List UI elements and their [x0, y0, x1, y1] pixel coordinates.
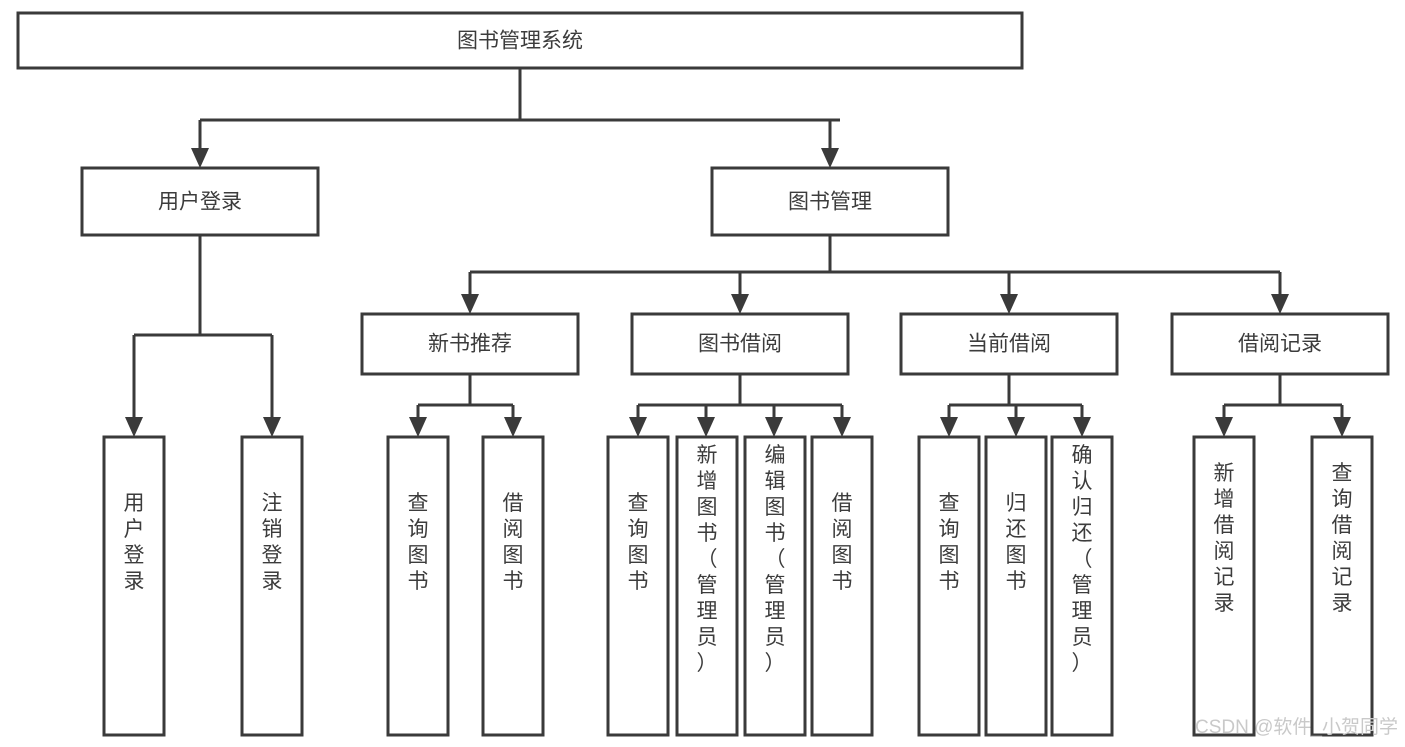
node-leaf-query-book-rec-box[interactable]: [386, 435, 450, 737]
node-leaf-user-logout[interactable]: 注销登录: [240, 435, 304, 737]
node-borrow-record-label: 借阅记录: [1238, 333, 1322, 356]
arrow-icon: [125, 417, 143, 437]
node-book-manage-box[interactable]: [710, 166, 950, 237]
node-leaf-edit-book-admin-label: 编辑图书（管理员）: [765, 444, 786, 675]
node-user-login-label: 用户登录: [158, 191, 242, 214]
arrow-icon: [629, 417, 647, 437]
node-leaf-query-book-cur[interactable]: 查询图书: [917, 435, 981, 737]
node-leaf-query-book-rec-label: 查询图书: [408, 492, 429, 593]
connector-bookborrow-to-leaves: [629, 374, 851, 437]
leaf-nodes-layer: 用户登录 注销登录 查询图书 借阅图书 查询图书 新增图书（管理员）: [102, 435, 1374, 737]
node-leaf-borrow-book[interactable]: 借阅图书: [810, 435, 874, 737]
node-current-borrow-box[interactable]: [899, 312, 1119, 376]
arrow-icon: [940, 417, 958, 437]
node-root-box[interactable]: [16, 11, 1024, 70]
arrow-icon: [504, 417, 522, 437]
connector-bookmanage-to-level2: [461, 235, 1289, 314]
node-leaf-borrow-book-box[interactable]: [810, 435, 874, 737]
node-borrow-record[interactable]: 借阅记录: [1170, 312, 1390, 376]
arrow-icon: [191, 148, 209, 168]
node-leaf-confirm-return-admin[interactable]: 确认归还（管理员）: [1050, 435, 1114, 737]
node-leaf-borrow-book-label: 借阅图书: [832, 492, 853, 593]
node-leaf-add-book-admin[interactable]: 新增图书（管理员）: [675, 435, 739, 737]
node-user-login-box[interactable]: [80, 166, 320, 237]
node-leaf-query-borrow-record-box[interactable]: [1310, 435, 1374, 737]
node-leaf-add-borrow-record-label: 新增借阅记录: [1214, 462, 1235, 615]
arrow-icon: [1215, 417, 1233, 437]
connector-currentborrow-to-leaves: [940, 374, 1091, 437]
node-new-book-recommend-box[interactable]: [360, 312, 580, 376]
node-leaf-user-logout-label: 注销登录: [262, 492, 283, 593]
node-leaf-edit-book-admin[interactable]: 编辑图书（管理员）: [743, 435, 807, 737]
connector-borrowrecord-to-leaves: [1215, 374, 1351, 437]
node-leaf-edit-book-admin-box[interactable]: [743, 435, 807, 737]
node-book-borrow-label: 图书借阅: [698, 333, 782, 356]
connector-layer: [125, 68, 1351, 437]
node-root[interactable]: 图书管理系统: [16, 11, 1024, 70]
node-leaf-return-book-label: 归还图书: [1006, 492, 1027, 593]
node-leaf-query-book-borrow-box[interactable]: [606, 435, 670, 737]
arrow-icon: [1007, 417, 1025, 437]
node-leaf-add-borrow-record[interactable]: 新增借阅记录: [1192, 435, 1256, 737]
node-leaf-confirm-return-admin-label: 确认归还（管理员）: [1072, 444, 1093, 675]
node-book-manage-label: 图书管理: [788, 191, 872, 214]
node-leaf-return-book-box[interactable]: [984, 435, 1048, 737]
node-leaf-user-login-box[interactable]: [102, 435, 166, 737]
node-current-borrow-label: 当前借阅: [967, 333, 1051, 356]
arrow-icon: [1073, 417, 1091, 437]
connector-root-to-level1: [191, 68, 840, 168]
node-book-manage[interactable]: 图书管理: [710, 166, 950, 237]
node-leaf-query-book-borrow-label: 查询图书: [628, 492, 649, 593]
node-borrow-record-box[interactable]: [1170, 312, 1390, 376]
arrow-icon: [1000, 294, 1018, 314]
node-leaf-query-borrow-record-label: 查询借阅记录: [1332, 462, 1353, 615]
node-leaf-borrow-book-rec-label: 借阅图书: [503, 492, 524, 593]
arrow-icon: [461, 294, 479, 314]
node-leaf-query-book-cur-label: 查询图书: [939, 492, 960, 593]
node-leaf-add-book-admin-label: 新增图书（管理员）: [697, 444, 718, 675]
node-leaf-return-book[interactable]: 归还图书: [984, 435, 1048, 737]
node-new-book-recommend[interactable]: 新书推荐: [360, 312, 580, 376]
node-root-label: 图书管理系统: [457, 30, 583, 53]
node-leaf-add-book-admin-box[interactable]: [675, 435, 739, 737]
node-leaf-query-borrow-record[interactable]: 查询借阅记录: [1310, 435, 1374, 737]
node-leaf-user-login[interactable]: 用户登录: [102, 435, 166, 737]
node-book-borrow-box[interactable]: [630, 312, 850, 376]
node-leaf-query-book-cur-box[interactable]: [917, 435, 981, 737]
arrow-icon: [833, 417, 851, 437]
node-leaf-query-book-rec[interactable]: 查询图书: [386, 435, 450, 737]
connector-userlogin-to-leaves: [125, 235, 281, 437]
node-leaf-user-logout-box[interactable]: [240, 435, 304, 737]
arrow-icon: [697, 417, 715, 437]
node-book-borrow[interactable]: 图书借阅: [630, 312, 850, 376]
arrow-icon: [1333, 417, 1351, 437]
connector-newbook-to-leaves: [409, 374, 522, 437]
node-leaf-borrow-book-rec-box[interactable]: [481, 435, 545, 737]
node-leaf-query-book-borrow[interactable]: 查询图书: [606, 435, 670, 737]
node-current-borrow[interactable]: 当前借阅: [899, 312, 1119, 376]
arrow-icon: [263, 417, 281, 437]
arrow-icon: [765, 417, 783, 437]
node-leaf-confirm-return-admin-box[interactable]: [1050, 435, 1114, 737]
arrow-icon: [821, 148, 839, 168]
node-user-login[interactable]: 用户登录: [80, 166, 320, 237]
node-leaf-borrow-book-rec[interactable]: 借阅图书: [481, 435, 545, 737]
node-new-book-recommend-label: 新书推荐: [428, 333, 512, 356]
arrow-icon: [1271, 294, 1289, 314]
arrow-icon: [731, 294, 749, 314]
node-leaf-user-login-label: 用户登录: [124, 492, 145, 593]
arrow-icon: [409, 417, 427, 437]
watermark-label: CSDN @软件_小贺同学: [1195, 716, 1398, 738]
node-leaf-add-borrow-record-box[interactable]: [1192, 435, 1256, 737]
